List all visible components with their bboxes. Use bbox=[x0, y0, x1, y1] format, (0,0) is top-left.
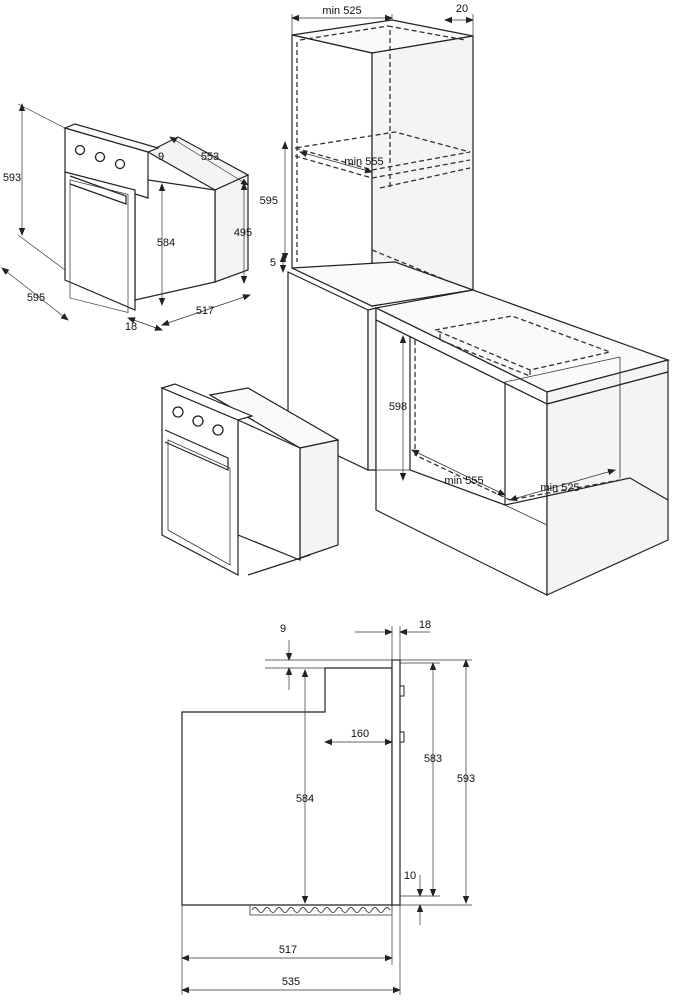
label-side-door-height: 583 bbox=[424, 753, 442, 765]
label-side-body-depth: 517 bbox=[279, 944, 297, 956]
knob-icon bbox=[212, 424, 224, 436]
label-side-bottom-offset: 10 bbox=[404, 870, 416, 882]
counter-cabinet bbox=[374, 289, 671, 596]
label-counter-min-depth: min 525 bbox=[540, 482, 579, 494]
label-side-panel-thickness: 18 bbox=[419, 619, 431, 631]
label-column-min-depth: min 525 bbox=[322, 5, 361, 17]
knob-icon bbox=[74, 144, 86, 156]
side-view-dimension-lines bbox=[181, 626, 472, 995]
oven-handle bbox=[164, 429, 229, 471]
knob-icon bbox=[114, 158, 126, 170]
kitchen-dimension-lines bbox=[279, 14, 616, 502]
label-side-body-height: 584 bbox=[296, 793, 314, 805]
label-oven-rear-height: 495 bbox=[234, 227, 252, 239]
label-column-gap: 20 bbox=[456, 3, 468, 15]
label-oven-width: 595 bbox=[27, 292, 45, 304]
label-counter-min-width: min 555 bbox=[444, 475, 483, 487]
label-oven-depth: 553 bbox=[201, 151, 219, 163]
oven-side-view bbox=[181, 659, 405, 916]
knob-icon bbox=[94, 151, 106, 163]
label-side-offset-top: 9 bbox=[280, 623, 286, 635]
knob-icon bbox=[192, 415, 204, 427]
oven-dimension-lines bbox=[1, 103, 251, 331]
oven-isometric bbox=[160, 383, 340, 576]
label-oven-panel-offset: 9 bbox=[158, 151, 164, 163]
oven-dimensioned bbox=[63, 123, 250, 313]
dimension-labels: min 525 20 min 555 595 5 553 9 584 495 5… bbox=[3, 3, 580, 988]
label-column-min-width: min 555 bbox=[344, 156, 383, 168]
power-cable bbox=[251, 907, 391, 913]
front-panel bbox=[391, 659, 401, 906]
base-cabinet-under-column bbox=[287, 261, 474, 471]
label-side-cutout-depth: 160 bbox=[351, 728, 369, 740]
label-oven-body-depth: 517 bbox=[196, 305, 214, 317]
knob-icon bbox=[399, 731, 405, 743]
knob-icon bbox=[399, 685, 405, 697]
oven-handle bbox=[69, 175, 127, 205]
label-oven-body-height: 584 bbox=[157, 237, 175, 249]
label-column-niche-height: 595 bbox=[260, 195, 278, 207]
label-counter-niche-height: 598 bbox=[389, 401, 407, 413]
label-side-total-depth: 535 bbox=[282, 976, 300, 988]
label-oven-front-height: 593 bbox=[3, 172, 21, 184]
label-oven-panel-thickness: 18 bbox=[125, 321, 137, 333]
label-column-clearance: 5 bbox=[270, 257, 276, 269]
label-side-front-height: 593 bbox=[457, 773, 475, 785]
knob-icon bbox=[172, 406, 184, 418]
